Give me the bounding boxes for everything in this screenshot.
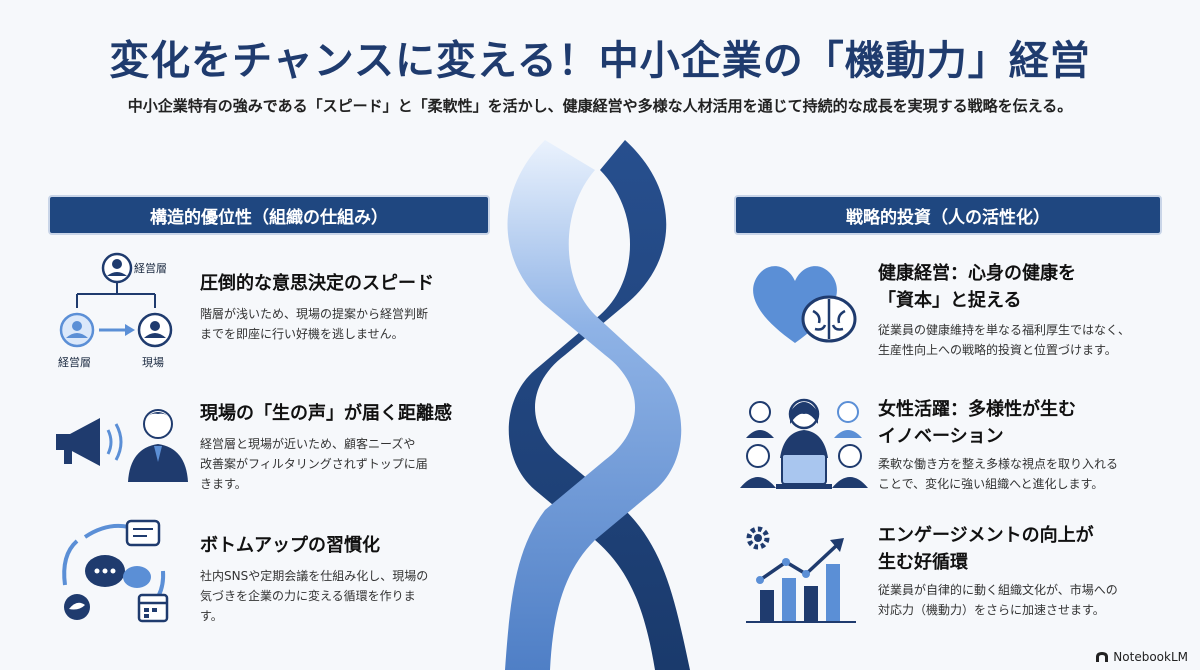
left-item-3-title: ボトムアップの習慣化	[200, 535, 380, 556]
diverse-team-icon	[740, 398, 868, 489]
left-item-3-desc-line-3: す。	[200, 609, 223, 623]
left-item-2-title: 現場の「生の声」が届く距離感	[200, 403, 452, 424]
growth-chart-icon	[746, 526, 856, 623]
right-item-1-desc-line-2: 生産性向上への戦略的投資と位置づけます。	[878, 343, 1117, 357]
right-item-2-desc-line-2: ことで、変化に強い組織へと進化します。	[878, 477, 1104, 491]
left-item-2-desc-line-3: きます。	[200, 477, 247, 491]
helix-light-strand	[505, 140, 682, 670]
right-item-1-title-line-1: 健康経営：心身の健康を	[878, 263, 1076, 284]
right-item-2-title-line-1: 女性活躍：多様性が生む	[878, 399, 1076, 420]
left-item-3-desc-line-2: 気づきを企業の力に変える循環を作りま	[200, 589, 416, 603]
left-item-3-desc-line-1: 社内SNSや定期会議を仕組み化し、現場の	[200, 569, 429, 583]
org-label-right: 現場	[142, 356, 164, 369]
footer-brand: NotebookLM	[1095, 650, 1188, 664]
helix-dark-strand	[508, 140, 690, 670]
left-item-1-desc-line-2: までを即座に行い好機を逃しません。	[200, 327, 404, 341]
left-item-2-desc-line-1: 経営層と現場が近いため、顧客ニーズや	[200, 437, 416, 451]
right-item-1-desc-line-1: 従業員の健康維持を単なる福利厚生ではなく、	[878, 323, 1131, 337]
right-section-header: 戦略的投資（人の活性化）	[734, 195, 1162, 235]
right-item-2-title-line-2: イノベーション	[878, 426, 1004, 447]
org-label-left: 経営層	[58, 356, 91, 369]
right-item-3-title-line-1: エンゲージメントの向上が	[878, 525, 1094, 546]
left-item-2-desc-line-2: 改善案がフィルタリングされずトップに届	[200, 457, 428, 471]
megaphone-icon	[56, 409, 188, 482]
helix-decoration	[505, 140, 690, 670]
right-item-3-desc-line-2: 対応力（機動力）をさらに加速させます。	[878, 603, 1105, 617]
page-title: 変化をチャンスに変える！中小企業の「機動力」経営	[109, 38, 1091, 84]
notebooklm-logo-icon	[1096, 652, 1109, 662]
communication-cycle-icon	[62, 519, 169, 623]
right-item-2-desc-line-1: 柔軟な働き方を整え多様な視点を取り入れる	[878, 457, 1119, 471]
right-item-3-title-line-2: 生む好循環	[878, 552, 968, 573]
right-item-1-title-line-2: 「資本」と捉える	[878, 290, 1022, 311]
org-label-top: 経営層	[134, 262, 167, 275]
footer-brand-text: NotebookLM	[1113, 650, 1188, 664]
right-item-3-desc-line-1: 従業員が自律的に動く組織文化が、市場への	[878, 583, 1118, 597]
left-section-header: 構造的優位性（組織の仕組み）	[48, 195, 490, 235]
heart-brain-icon	[753, 266, 857, 343]
page-subtitle: 中小企業特有の強みである「スピード」と「柔軟性」を活かし、健康経営や多様な人材活…	[127, 97, 1073, 115]
left-item-1-desc-line-1: 階層が浅いため、現場の提案から経営判断	[200, 307, 429, 321]
org-chart-icon	[59, 252, 173, 348]
left-item-1-title: 圧倒的な意思決定のスピード	[200, 273, 434, 294]
